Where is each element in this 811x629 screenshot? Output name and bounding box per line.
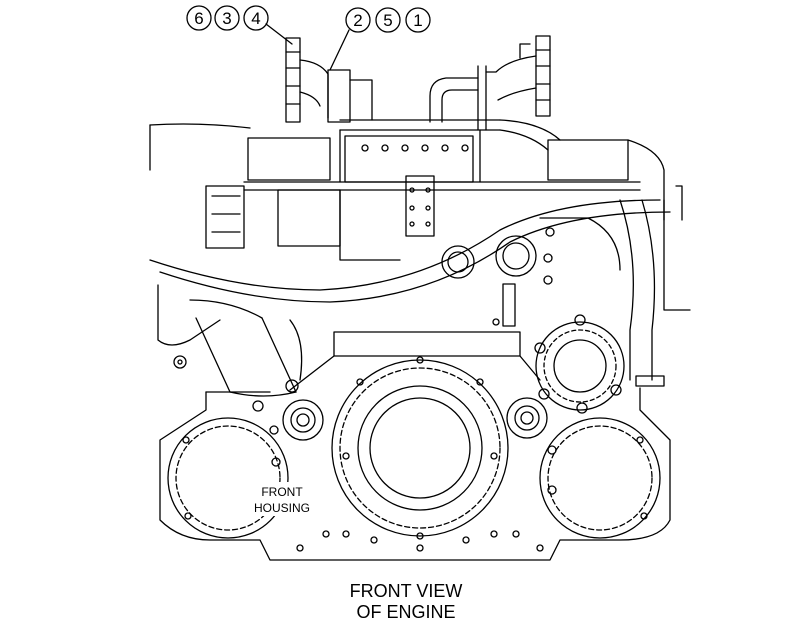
front-housing bbox=[159, 331, 671, 561]
callout-number: 1 bbox=[413, 11, 422, 30]
exhaust-manifold-right bbox=[429, 35, 551, 131]
crossover-pipe bbox=[339, 119, 561, 151]
diagonal-hose bbox=[149, 199, 671, 303]
exhaust-manifold-left bbox=[285, 37, 373, 123]
left-camshaft-gear bbox=[167, 400, 289, 539]
crankshaft-gear bbox=[331, 356, 509, 540]
callout-bubble bbox=[345, 7, 371, 33]
caption-subtitle: OF ENGINE bbox=[356, 602, 455, 622]
callout-number: 5 bbox=[383, 11, 392, 30]
right-side-tube bbox=[619, 185, 691, 387]
mid-section-components bbox=[441, 217, 621, 327]
leader-line bbox=[265, 23, 293, 45]
callout-number: 4 bbox=[251, 9, 260, 28]
right-camshaft-gear bbox=[539, 417, 661, 539]
callout-number: 3 bbox=[222, 9, 231, 28]
caption-title: FRONT VIEW bbox=[350, 581, 463, 601]
label-backdrop bbox=[244, 482, 320, 516]
callout-bubble bbox=[405, 7, 431, 33]
bottom-bolt-row bbox=[296, 530, 544, 552]
callout-group-right: 2 5 1 bbox=[329, 7, 431, 71]
callout-bubble bbox=[214, 5, 240, 31]
callout-bubble bbox=[186, 5, 212, 31]
left-idler-hub bbox=[282, 379, 324, 441]
right-upper-pulley bbox=[534, 314, 625, 414]
callout-bubble bbox=[375, 7, 401, 33]
callout-group-left: 6 3 4 bbox=[186, 5, 293, 45]
left-intake-elbow bbox=[157, 284, 303, 397]
front-housing-label: HOUSING bbox=[254, 501, 310, 515]
leader-line bbox=[329, 29, 350, 71]
front-housing-label: FRONT bbox=[261, 485, 303, 499]
left-side-block bbox=[205, 185, 401, 261]
callout-number: 6 bbox=[194, 9, 203, 28]
callout-bubble bbox=[243, 5, 269, 31]
right-idler-hub bbox=[506, 397, 548, 439]
callout-number: 2 bbox=[353, 11, 362, 30]
upper-engine-body bbox=[149, 123, 665, 237]
